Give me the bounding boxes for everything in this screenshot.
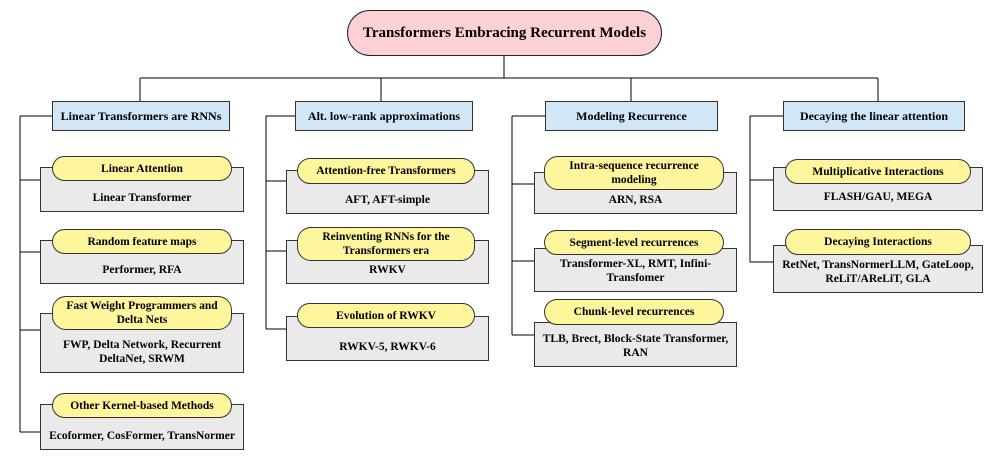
root-node: Transformers Embracing Recurrent Models: [347, 10, 662, 56]
method-label: Chunk-level recurrences: [544, 299, 724, 325]
method-label: Intra-sequence recurrence modeling: [544, 156, 724, 190]
category-decaying-attention: Decaying the linear attention: [783, 101, 965, 131]
method-label: Fast Weight Programmers and Delta Nets: [52, 296, 232, 330]
method-label: Reinventing RNNs for the Transformers er…: [297, 227, 475, 261]
method-label: Multiplicative Interactions: [785, 159, 971, 184]
method-label: Linear Attention: [52, 156, 232, 181]
method-label: Other Kernel-based Methods: [52, 393, 232, 418]
category-modeling-recurrence: Modeling Recurrence: [545, 101, 718, 131]
category-linear-transformers: Linear Transformers are RNNs: [52, 101, 230, 131]
models-box: Transformer-XL, RMT, Infini-Transfomer: [534, 248, 737, 292]
method-label: Decaying Interactions: [785, 229, 971, 255]
models-box: TLB, Brect, Block-State Transformer, RAN: [534, 322, 737, 367]
category-low-rank: Alt. low-rank approximations: [295, 101, 473, 131]
method-label: Evolution of RWKV: [297, 303, 475, 328]
method-label: Attention-free Transformers: [297, 158, 475, 184]
method-label: Segment-level recurrences: [544, 230, 724, 255]
method-label: Random feature maps: [52, 229, 232, 254]
